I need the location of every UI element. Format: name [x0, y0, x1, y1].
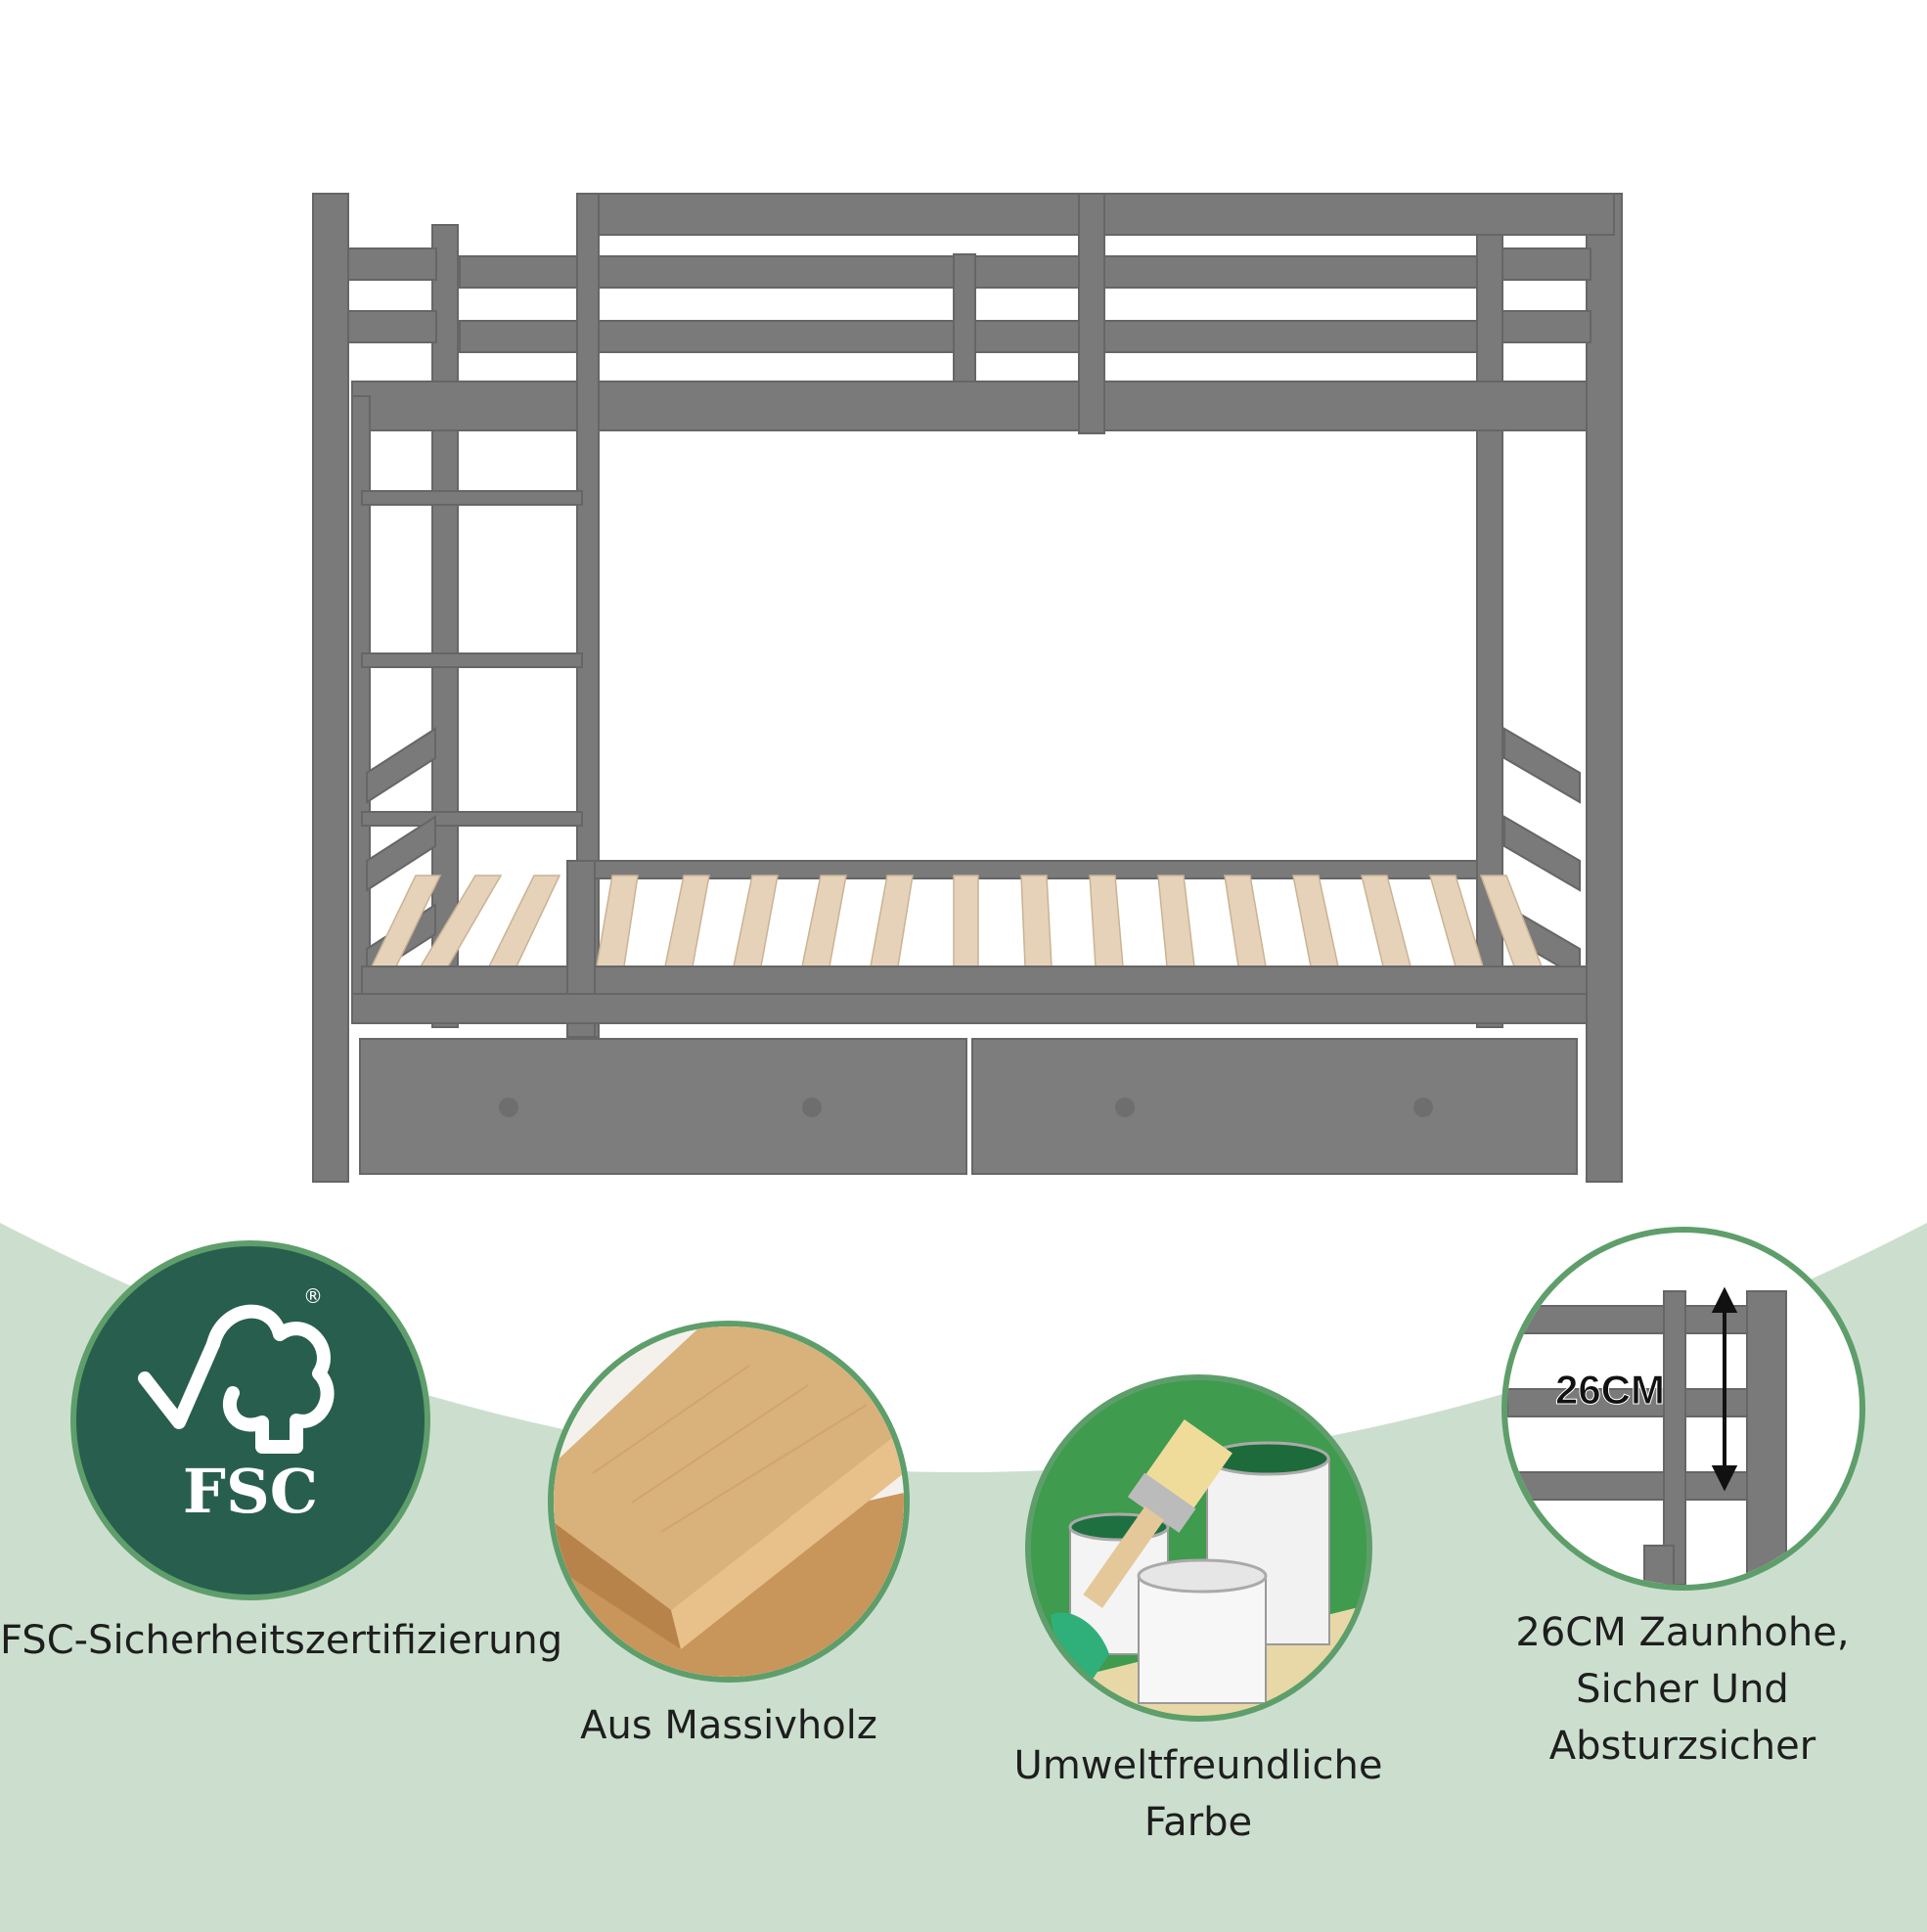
eco-paint-circle [1025, 1374, 1372, 1722]
solid-wood-circle [548, 1321, 910, 1683]
fence-height-icon: 26CM [1507, 1286, 1787, 1585]
fsc-logo-icon: ® FSC [138, 1284, 335, 1527]
caption-line: 26CM Zaunhohe, [1515, 1610, 1850, 1655]
fence-height-circle: 26CM [1501, 1227, 1865, 1591]
caption-line: Absturzsicher [1548, 1724, 1816, 1769]
caption-line: FSC-Sicherheitszertifizierung [0, 1618, 563, 1663]
caption-line: Umweltfreundliche [1013, 1743, 1383, 1788]
fsc-logo-text: FSC [183, 1456, 318, 1527]
feature-caption-paint: Umweltfreundliche Farbe [978, 1737, 1418, 1851]
solid-wood-plank-icon [554, 1326, 904, 1677]
fence-height-label: 26CM [1555, 1367, 1665, 1413]
feature-caption-fsc: FSC-Sicherheitszertifizierung [0, 1612, 606, 1669]
bunk-bed-image [312, 193, 1623, 1183]
caption-line: Aus Massivholz [580, 1703, 877, 1748]
feature-caption-wood: Aus Massivholz [533, 1697, 924, 1754]
caption-line: Sicher Und [1576, 1667, 1789, 1712]
caption-line: Farbe [1143, 1800, 1253, 1845]
svg-text:®: ® [303, 1284, 323, 1308]
feature-caption-fence: 26CM Zaunhohe, Sicher Und Absturzsicher [1457, 1604, 1907, 1775]
fsc-badge: ® FSC [70, 1240, 430, 1600]
paint-cans-brush-icon [1031, 1380, 1367, 1716]
